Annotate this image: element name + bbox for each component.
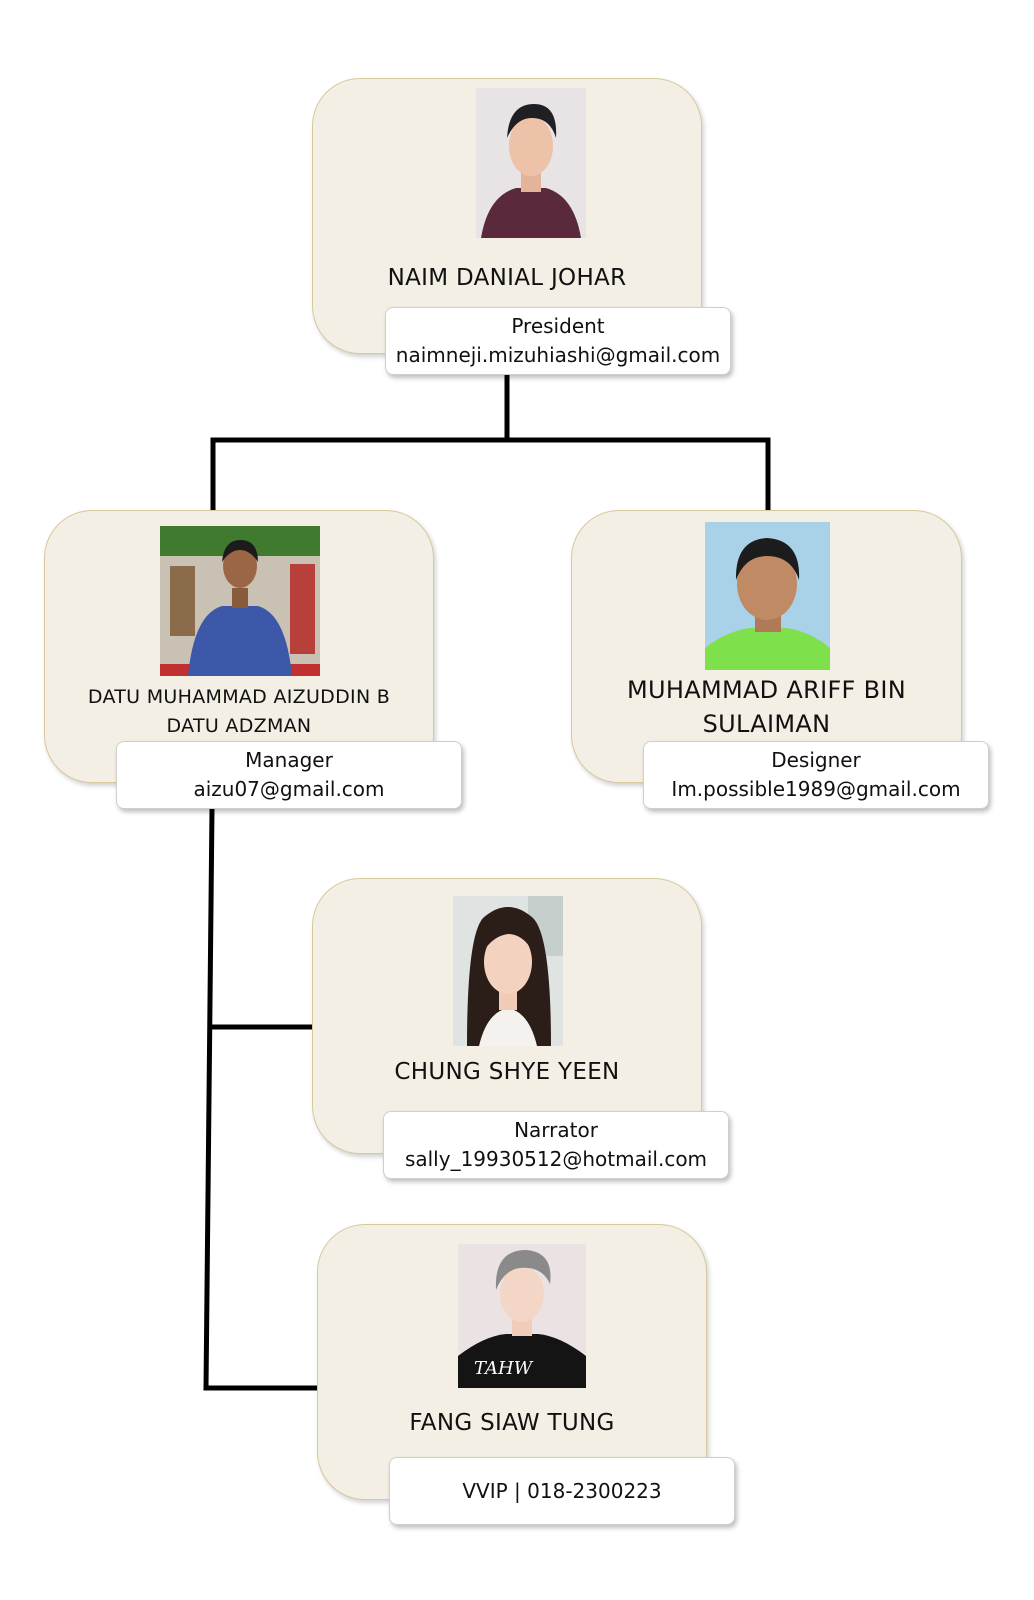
member-photo: [476, 88, 586, 238]
member-email: aizu07@gmail.com: [193, 777, 385, 801]
member-photo: TAHW: [458, 1244, 586, 1388]
member-card-designer: MUHAMMAD ARIFF BIN SULAIMAN: [571, 510, 962, 783]
member-info-box: Narrator sally_19930512@hotmail.com: [383, 1111, 729, 1179]
connector-manager-down: [203, 805, 215, 1391]
member-role: Manager: [245, 748, 333, 772]
member-role: VVIP | 018-2300223: [462, 1478, 662, 1503]
member-photo: [160, 526, 320, 676]
member-info-box: Designer Im.possible1989@gmail.com: [643, 741, 989, 809]
member-email: sally_19930512@hotmail.com: [404, 1147, 708, 1171]
member-name: CHUNG SHYE YEEN: [394, 1059, 620, 1085]
member-info-box: Manager aizu07@gmail.com: [116, 741, 462, 809]
member-card-vvip: TAHW FANG SIAW TUNG: [317, 1224, 707, 1500]
member-info-box: VVIP | 018-2300223: [389, 1457, 735, 1525]
member-photo: [705, 522, 830, 670]
member-name: FANG SIAW TUNG: [409, 1410, 615, 1436]
member-email: naimneji.mizuhiashi@gmail.com: [395, 343, 721, 367]
member-role: Designer: [771, 748, 861, 772]
svg-text:TAHW: TAHW: [474, 1358, 534, 1379]
member-name: MUHAMMAD ARIFF BIN SULAIMAN: [627, 676, 906, 738]
member-role: President: [511, 314, 605, 338]
member-photo: [453, 896, 563, 1046]
member-email: Im.possible1989@gmail.com: [671, 777, 961, 801]
member-card-narrator: CHUNG SHYE YEEN: [312, 878, 702, 1154]
member-name: DATU MUHAMMAD AIZUDDIN B DATU ADZMAN: [87, 686, 391, 737]
member-card-manager: DATU MUHAMMAD AIZUDDIN B DATU ADZMAN: [44, 510, 434, 783]
member-name: NAIM DANIAL JOHAR: [387, 265, 627, 291]
member-info-box: President naimneji.mizuhiashi@gmail.com: [385, 307, 731, 375]
member-role: Narrator: [514, 1118, 598, 1142]
